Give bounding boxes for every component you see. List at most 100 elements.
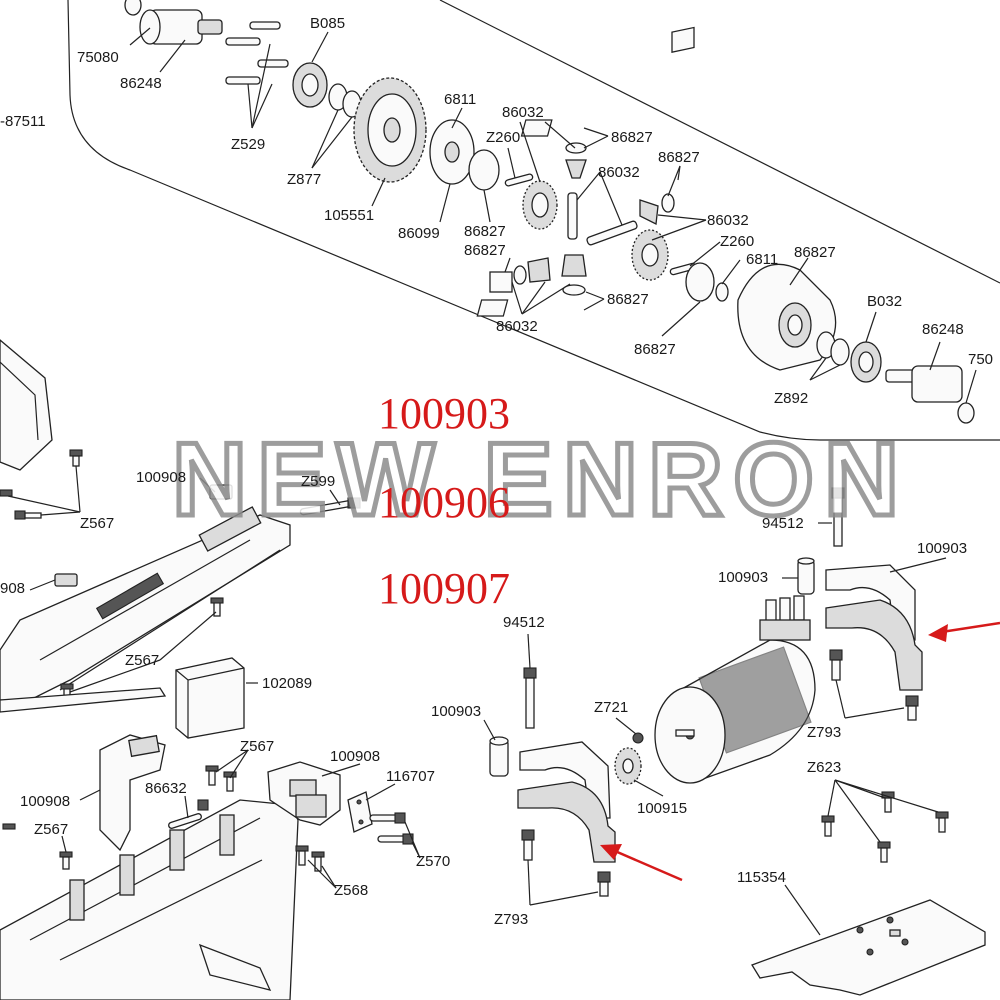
screw-z793-right-a xyxy=(829,649,843,681)
part-label: 86248 xyxy=(120,75,162,92)
motor-terminals xyxy=(759,595,811,641)
part-label: B032 xyxy=(867,293,902,310)
part-label: 86827 xyxy=(464,223,506,240)
red-arrow-left xyxy=(600,844,683,882)
red-arrow-right xyxy=(928,621,1000,642)
highlight-code-1: 100903 xyxy=(378,389,510,438)
part-label: Z260 xyxy=(486,129,520,146)
part-label: Z892 xyxy=(774,390,808,407)
part-label: 86827 xyxy=(611,129,653,146)
part-label: 100915 xyxy=(637,800,687,817)
part-label: 100908 xyxy=(330,748,380,765)
screws-z568 xyxy=(295,845,325,872)
motor-mount-upper-right xyxy=(825,564,923,691)
o-ring-6811 xyxy=(715,282,729,302)
part-label: 100903 xyxy=(718,569,768,586)
part-label: 86632 xyxy=(145,780,187,797)
outdrive-cup-right xyxy=(885,365,963,403)
bevel-gear-86032-a xyxy=(522,180,558,230)
part-label: 750 xyxy=(968,351,993,368)
washer-right xyxy=(957,402,975,424)
tray-chassis xyxy=(0,799,299,1000)
part-label: Z567 xyxy=(80,515,114,532)
screws-z567-lower xyxy=(2,765,237,870)
screw-z793-right-b xyxy=(905,695,919,721)
bevel-gear-86032-b xyxy=(631,229,669,281)
gasket-86827 xyxy=(468,149,500,191)
washer-left xyxy=(124,0,142,16)
clip-100908-top xyxy=(209,484,233,500)
link-116707 xyxy=(347,791,373,833)
part-label: 86827 xyxy=(607,291,649,308)
spacer-100903-left xyxy=(489,736,509,777)
set-screw-z721 xyxy=(632,732,644,744)
screw-z793-left-a xyxy=(521,829,535,861)
pins-z529 xyxy=(225,21,289,85)
spider-gear-bottom xyxy=(476,254,587,317)
part-label: 100903 xyxy=(431,703,481,720)
spider-gear-top xyxy=(520,119,587,179)
differential-callout-outline xyxy=(67,0,1000,441)
screws-z570 xyxy=(369,812,414,845)
screw-94512-left xyxy=(523,667,537,729)
part-label: 86827 xyxy=(634,341,676,358)
spider-gear-left xyxy=(489,257,551,293)
servo-mount-100908 xyxy=(267,761,341,826)
part-label: Z599 xyxy=(301,473,335,490)
shims-z892 xyxy=(816,331,850,366)
part-label: 94512 xyxy=(503,614,545,631)
part-label: Z567 xyxy=(125,652,159,669)
part-label: -87511 xyxy=(0,113,46,130)
motor-can xyxy=(654,639,816,784)
part-label: 115354 xyxy=(737,869,786,886)
part-label: 86099 xyxy=(398,225,440,242)
part-label: B085 xyxy=(310,15,345,32)
plate-strip xyxy=(0,687,167,713)
part-label: Z567 xyxy=(34,821,68,838)
part-label: 86032 xyxy=(496,318,538,335)
part-label: 86827 xyxy=(464,242,506,259)
callout-top-edge xyxy=(439,0,1000,284)
part-label: 102089 xyxy=(262,675,312,692)
part-label: Z877 xyxy=(287,171,321,188)
part-label: 86248 xyxy=(922,321,964,338)
gasket-right xyxy=(685,262,715,302)
part-label: 86032 xyxy=(598,164,640,181)
clip-908 xyxy=(54,573,78,587)
outdrive-cup-left xyxy=(139,9,223,45)
spider-gear-right xyxy=(639,26,695,225)
part-label: 100908 xyxy=(20,793,70,810)
ring-gear-105551 xyxy=(353,77,427,183)
part-label: 6811 xyxy=(746,251,778,268)
part-label: Z567 xyxy=(240,738,274,755)
highlight-code-2: 100906 xyxy=(378,478,510,527)
bracket-100908-left xyxy=(99,734,166,852)
part-label: Z793 xyxy=(807,724,841,741)
leader-lines xyxy=(7,27,977,936)
diff-case-86827 xyxy=(737,263,837,371)
part-label: 100903 xyxy=(917,540,967,557)
part-label: 100908 xyxy=(136,469,186,486)
part-label: 94512 xyxy=(762,515,804,532)
part-label: 116707 xyxy=(386,768,435,785)
screw-z793-left-b xyxy=(597,871,611,897)
diff-cover-6811 xyxy=(429,119,475,185)
screw-86632 xyxy=(168,799,209,829)
part-label: Z721 xyxy=(594,699,628,716)
pinion-100915 xyxy=(614,747,642,785)
battery-block-102089 xyxy=(175,657,245,739)
part-label: Z529 xyxy=(231,136,265,153)
highlight-code-3: 100907 xyxy=(378,564,510,613)
motor-plate-115354 xyxy=(751,899,986,996)
part-label: 105551 xyxy=(324,207,374,224)
part-label: Z568 xyxy=(334,882,368,899)
part-label: 86032 xyxy=(707,212,749,229)
part-label: 86827 xyxy=(794,244,836,261)
spacer-100903-right xyxy=(797,557,815,595)
screws-z623 xyxy=(821,791,949,863)
part-label: 6811 xyxy=(444,91,476,108)
pin-z599 xyxy=(299,497,361,516)
motor-mount-left xyxy=(517,741,616,863)
